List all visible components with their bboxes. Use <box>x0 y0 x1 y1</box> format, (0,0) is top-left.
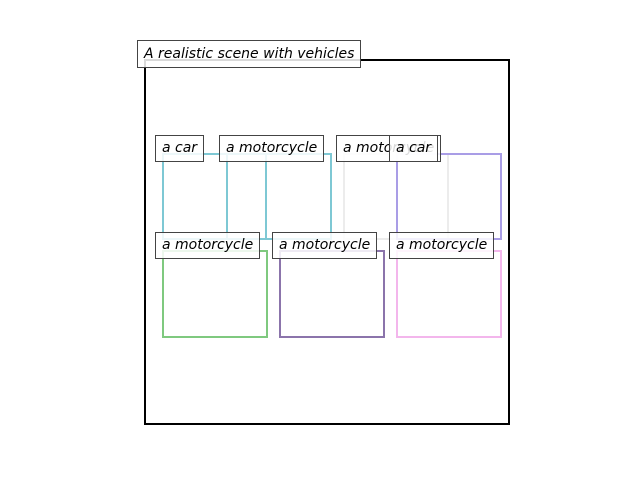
scene-title: A realistic scene with vehicles <box>137 40 362 68</box>
motorcycle-label-5: a motorcycle <box>389 232 495 259</box>
car-label-1: a car <box>155 135 205 162</box>
car-box-2 <box>396 153 502 240</box>
motorcycle-box-1 <box>226 153 332 240</box>
motorcycle-label-4: a motorcycle <box>272 232 378 259</box>
motorcycle-label-3: a motorcycle <box>155 232 261 259</box>
motorcycle-box-4 <box>279 250 385 338</box>
motorcycle-box-5 <box>396 250 502 338</box>
motorcycle-label-1: a motorcycle <box>219 135 325 162</box>
motorcycle-box-3 <box>162 250 268 338</box>
car-label-2: a car <box>389 135 439 162</box>
